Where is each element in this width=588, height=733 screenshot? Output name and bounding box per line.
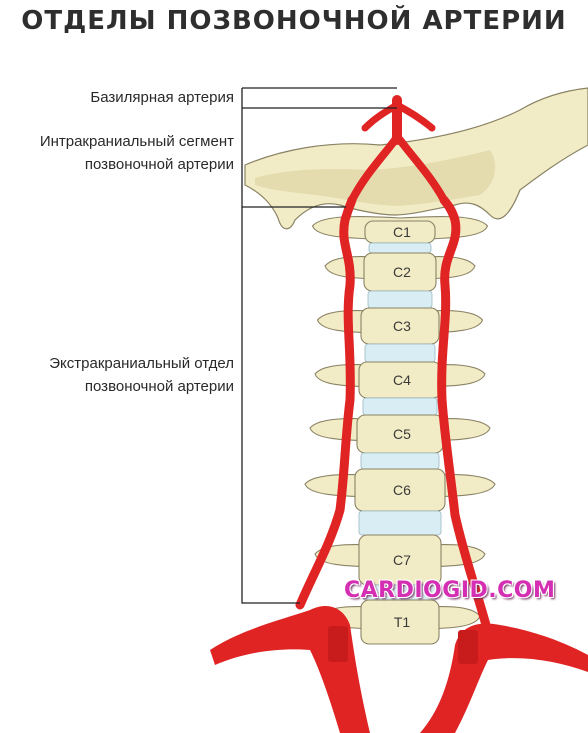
left-vertebral-artery	[295, 195, 357, 610]
left-carotid-stub	[328, 626, 348, 662]
label-intracranial-line1: Интракраниальный сегмент	[39, 133, 234, 150]
vertebra-label: C4	[393, 372, 411, 388]
vertebral-arteries	[295, 95, 495, 645]
label-intracranial-segment: Интракраниальный сегмент позвоночной арт…	[40, 130, 234, 176]
intervertebral-disc	[362, 397, 438, 416]
intervertebral-disc	[358, 510, 442, 536]
watermark-text: CARDIOGID.COM	[344, 578, 556, 603]
vertebra-label: C3	[393, 318, 411, 334]
intervertebral-disc	[367, 290, 433, 309]
vertebra-label: T1	[394, 614, 411, 630]
intervertebral-disc	[368, 242, 432, 254]
vertebra-c1: C1	[311, 215, 489, 254]
vertebra-c7: C7	[314, 534, 486, 601]
vertebra-label: C1	[393, 224, 411, 240]
vertebra-label: C2	[393, 264, 411, 280]
right-subclavian-artery	[420, 623, 588, 733]
right-intracranial-artery	[396, 136, 448, 204]
right-vertebral-artery	[437, 195, 495, 645]
label-extracranial-line1: Экстракраниальный отдел	[49, 355, 234, 372]
left-subclavian-artery	[210, 605, 370, 733]
pointer-extracranial	[241, 207, 300, 604]
left-intracranial-artery	[348, 136, 399, 204]
right-carotid-stub	[458, 630, 478, 664]
pointer-lines	[241, 87, 397, 604]
vertebra-c5: C5	[309, 414, 491, 470]
label-basilar-text: Базилярная артерия	[90, 89, 234, 106]
vertebra-t1: T1	[319, 599, 481, 645]
vertebra-label: C7	[393, 552, 411, 568]
vertebra-c3: C3	[316, 307, 484, 363]
label-intracranial-line2: позвоночной артерии	[84, 156, 234, 173]
basilar-branch-right	[393, 101, 436, 132]
vertebra-label: C6	[393, 482, 411, 498]
vertebra-label: C5	[393, 426, 411, 442]
pointer-basilar	[242, 87, 397, 109]
vertebra-c6: C6	[304, 468, 496, 536]
label-extracranial-section: Экстракраниальный отдел позвоночной арте…	[49, 352, 234, 398]
label-extracranial-line2: позвоночной артерии	[84, 378, 234, 395]
intervertebral-disc	[364, 343, 436, 363]
label-basilar-artery: Базилярная артерия	[90, 86, 234, 109]
vertebral-body	[360, 599, 440, 645]
vertebra-c2: C2	[324, 252, 476, 309]
vertebra-c4: C4	[314, 361, 486, 416]
intervertebral-disc	[360, 452, 440, 470]
page-title: ОТДЕЛЫ ПОЗВОНОЧНОЙ АРТЕРИИ	[21, 6, 567, 36]
